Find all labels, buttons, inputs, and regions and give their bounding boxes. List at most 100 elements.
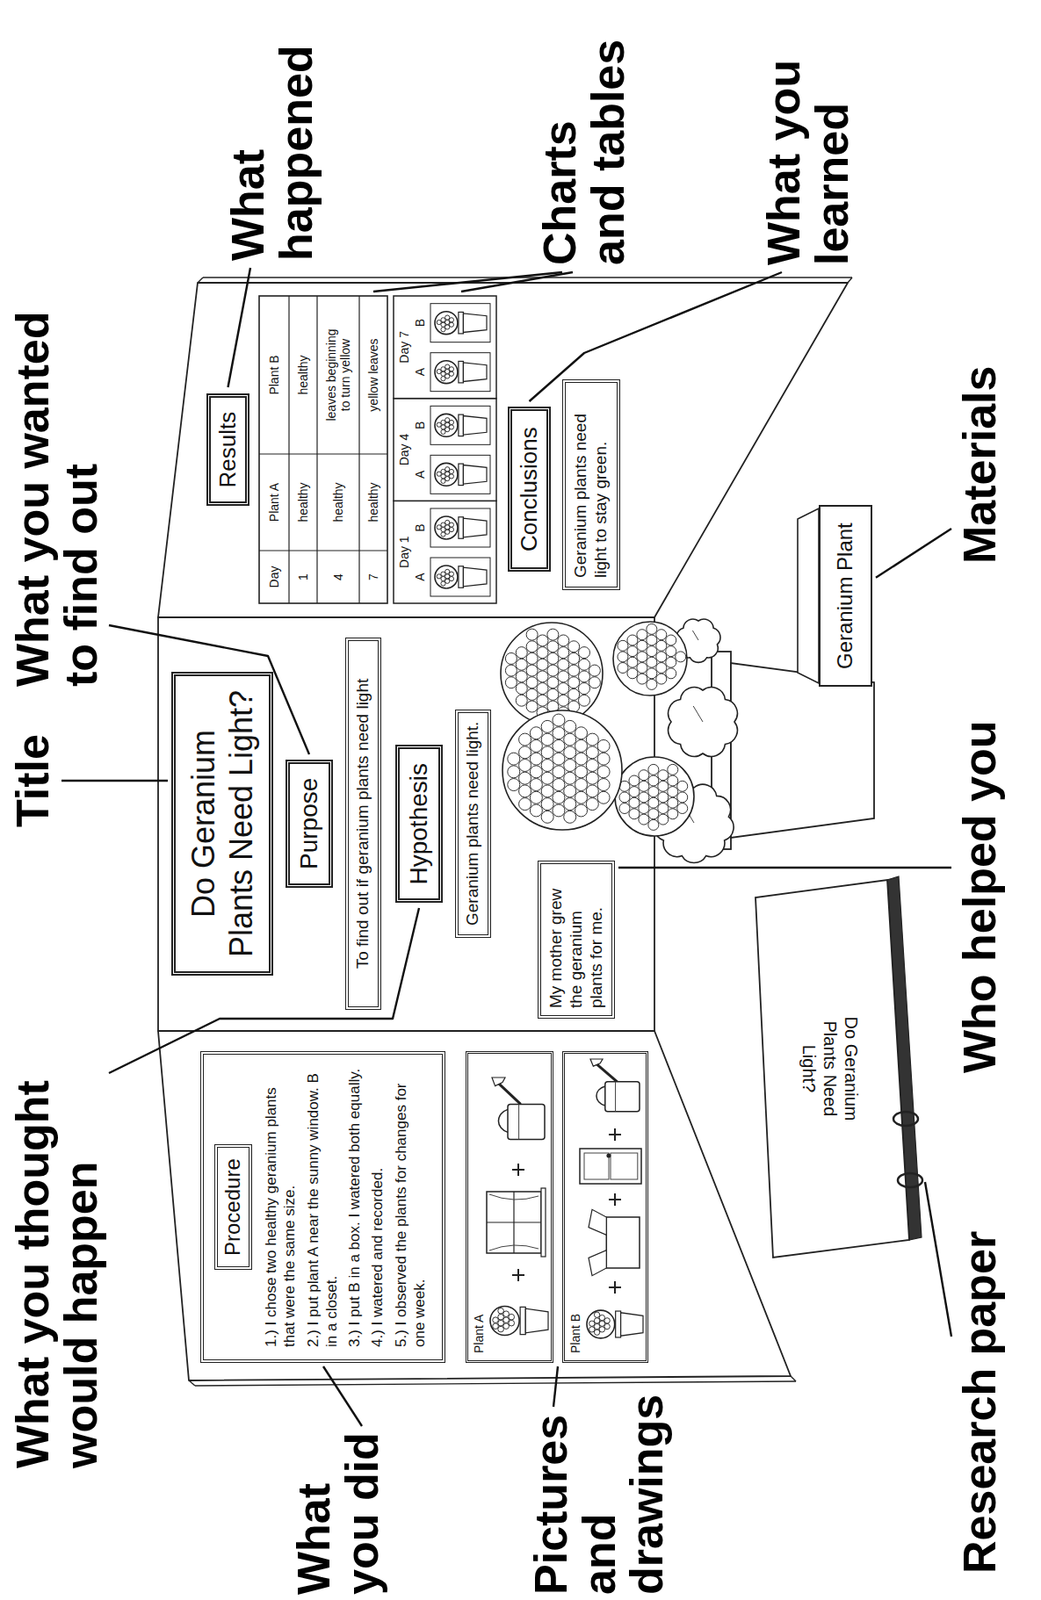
node-text: Do Geranium Plants Need Light? <box>798 1002 862 1136</box>
floret <box>541 759 554 773</box>
book-cover <box>755 880 910 1258</box>
floret <box>656 640 667 651</box>
floret <box>627 635 638 646</box>
floret <box>547 628 559 641</box>
floret <box>588 665 601 677</box>
floret <box>526 628 538 641</box>
node-text: 4.) I watered and recorded. <box>368 1067 387 1348</box>
floret <box>529 752 543 766</box>
leader-line <box>461 272 573 292</box>
chart-cell <box>430 303 491 343</box>
table-cell: yellow leaves <box>359 296 388 455</box>
floret <box>599 1321 605 1327</box>
table-cell: leaves beginning to turn yellow <box>317 296 360 455</box>
floret <box>498 1320 505 1327</box>
floret <box>593 1330 600 1336</box>
floret <box>526 701 538 713</box>
table-rule <box>259 453 388 455</box>
floret <box>547 665 559 677</box>
chart-frame <box>393 296 497 399</box>
floret <box>557 694 570 707</box>
floret <box>657 792 669 803</box>
floret <box>519 772 532 785</box>
floret <box>519 759 532 773</box>
pot-rim <box>458 463 463 485</box>
floret <box>667 797 679 809</box>
floret <box>578 658 591 671</box>
table-cell: healthy <box>289 454 318 551</box>
floret <box>568 652 580 665</box>
chart-cell <box>430 508 491 548</box>
chart-cell <box>430 455 491 494</box>
text-box: Geranium plants need light to stay green… <box>562 379 621 591</box>
pot-rim <box>458 361 463 383</box>
node-text: Hypothesis <box>404 763 434 886</box>
floret <box>646 635 658 646</box>
helper-box: My mother grew the geranium plants for m… <box>537 860 615 1020</box>
node-text: Results <box>214 412 242 489</box>
node-text: Conclusions <box>515 426 543 552</box>
leader-line <box>61 780 168 782</box>
node-text: 5.) I observed the plants for changes fo… <box>391 1067 430 1348</box>
floret <box>578 671 591 683</box>
door-panel <box>610 1153 638 1180</box>
door-panel <box>584 1153 609 1180</box>
flower-cluster <box>490 1306 520 1336</box>
node-text: 3.) I put B in a box. I watered both equ… <box>345 1067 364 1348</box>
floret <box>563 772 577 785</box>
floret <box>585 733 599 746</box>
floret <box>519 733 532 746</box>
floret <box>646 668 658 680</box>
can-handle <box>498 1109 508 1133</box>
floret <box>656 663 667 674</box>
heading-box: Results <box>206 393 250 507</box>
floret <box>599 1315 605 1321</box>
floret <box>575 739 588 752</box>
floret <box>665 646 677 658</box>
floret <box>541 746 554 760</box>
plant-charts <box>393 296 497 604</box>
floret <box>628 809 640 820</box>
chart-label: A <box>412 455 428 494</box>
can-handle <box>596 1086 606 1107</box>
leaf-vein <box>693 706 703 723</box>
floret <box>568 641 580 653</box>
pot-rim <box>458 517 463 539</box>
floret <box>498 1308 505 1315</box>
floret <box>667 809 679 820</box>
leaf <box>668 687 738 758</box>
floret <box>529 804 543 817</box>
floret <box>547 652 559 665</box>
node-text: Purpose <box>294 778 325 870</box>
callout-label: What you wanted to find out <box>8 291 105 687</box>
floret <box>526 652 538 665</box>
floret <box>588 677 601 689</box>
callout-label: What you thought would happen <box>8 1029 105 1469</box>
plus-sign <box>608 1134 622 1136</box>
cardboard-box <box>606 1217 640 1269</box>
floret <box>526 641 538 653</box>
pot-rim <box>458 311 463 333</box>
floret <box>646 657 658 668</box>
floret <box>585 746 599 760</box>
floret <box>677 780 688 792</box>
chart-cell <box>430 353 491 392</box>
node-text: 1.) I chose two healthy geranium plants … <box>261 1067 300 1348</box>
leader-line <box>323 1366 362 1427</box>
floret <box>552 727 565 740</box>
pot-body <box>462 313 487 333</box>
floret <box>646 623 658 635</box>
can-band <box>518 1104 520 1140</box>
floret <box>526 688 538 701</box>
pot-rim <box>520 1307 526 1335</box>
callout-label: What you learned <box>759 19 856 266</box>
pot-body <box>462 465 487 485</box>
chart-label: A <box>412 557 428 597</box>
floret <box>492 1323 499 1331</box>
callout-label: What happened <box>224 14 320 261</box>
flower-cluster <box>613 621 687 696</box>
floret <box>547 677 559 689</box>
leader-line <box>373 272 563 292</box>
floret <box>638 814 650 825</box>
